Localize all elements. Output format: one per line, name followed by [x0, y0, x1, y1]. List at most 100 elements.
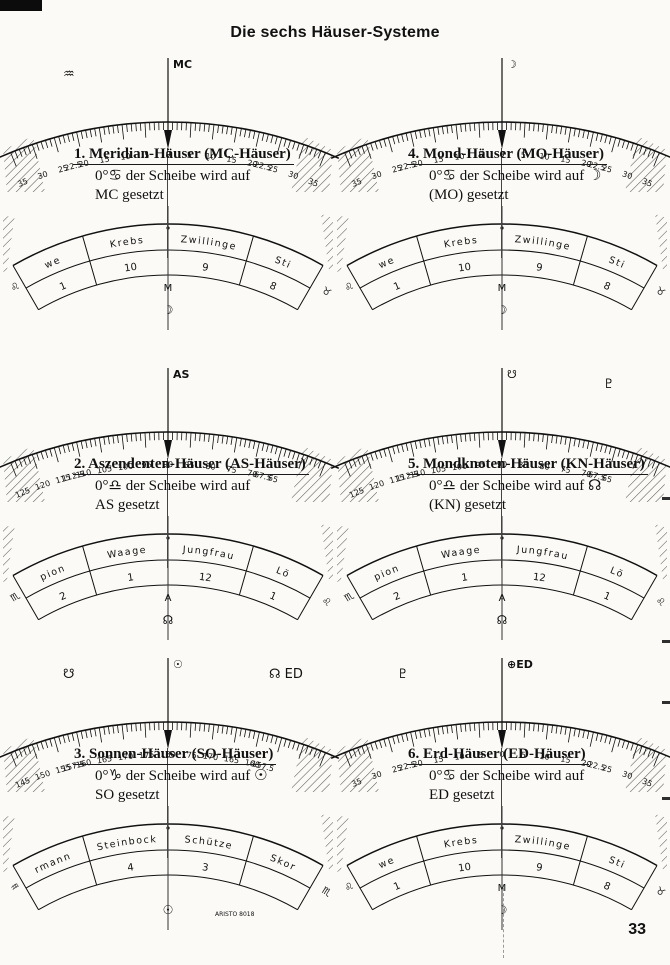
band-edge-glyph-right: ♉	[319, 285, 332, 299]
scale-number: 85	[518, 460, 529, 470]
band-edge-glyph-right: ♏	[319, 885, 332, 899]
scale-number: 5	[478, 750, 484, 759]
plumb-line	[501, 458, 502, 568]
house-number: 10	[124, 262, 138, 275]
band-edge-glyph-left: ♌	[343, 880, 356, 894]
scale-number: 25	[391, 763, 403, 774]
band-edge-glyph-left: ♒	[9, 880, 22, 894]
plumb-line	[167, 748, 168, 858]
zodiac-sign-label: Lö	[608, 565, 625, 581]
below-symbol: ☽	[163, 303, 174, 317]
hatch-left	[3, 813, 15, 872]
dial-title: 6. Erd-Häuser (ED-Häuser)	[407, 746, 667, 766]
scale-number: 25	[57, 163, 69, 174]
hatch-right	[321, 213, 333, 272]
scale-number: 180	[160, 750, 175, 759]
house-number: 12	[198, 572, 212, 585]
scale-number: 22.5	[587, 160, 607, 173]
pointer-label: AS	[173, 368, 190, 381]
scale-number: 95	[141, 460, 152, 470]
zodiac-sign-label: Jungfrau	[515, 544, 569, 562]
zodiac-sign-label: Schütze	[184, 834, 234, 852]
scale-number: 175	[181, 750, 197, 760]
plumb-line	[167, 458, 168, 568]
house-number: 8	[602, 880, 612, 893]
hatch-right	[321, 813, 333, 872]
zodiac-sign-label: Waage	[106, 544, 147, 560]
scale-number: 110	[409, 468, 426, 480]
page-title: Die sechs Häuser-Systeme	[230, 24, 440, 41]
scale-number: 22.5	[397, 760, 417, 773]
house-number: 3	[201, 862, 209, 874]
zodiac-sign-label: Krebs	[443, 235, 479, 251]
scale-number: 115	[54, 473, 71, 486]
brand-text: ARISTO 8018	[215, 911, 255, 918]
dial-title: 2. Aszendenten-Häuser (AS-Häuser)	[73, 456, 333, 476]
pointer-arrow	[164, 730, 172, 749]
hatch-left	[3, 213, 15, 272]
below-symbol: ☊	[497, 613, 508, 627]
pointer-arrow	[164, 440, 172, 459]
band-edge-glyph-right: ♉	[653, 285, 666, 299]
pointer-arrow	[498, 130, 506, 149]
tick-marks	[344, 432, 660, 477]
zodiac-sign-label: Waage	[440, 544, 481, 560]
scale-number: 5	[520, 750, 526, 759]
scale-number: 65	[267, 473, 279, 484]
tick-marks	[10, 122, 326, 167]
scale-number: 105	[430, 464, 447, 475]
scale-number: 10	[120, 152, 131, 162]
center-letter: M	[498, 883, 507, 894]
scale-number: 67.5	[253, 470, 273, 483]
scale-number: 5	[186, 150, 192, 159]
hatch-left	[3, 523, 15, 582]
corner-symbol-left: ♒	[63, 67, 75, 82]
scale-number: 22.5	[397, 160, 417, 173]
scale-number: 80	[205, 462, 216, 472]
zodiac-sign-label: Sti	[607, 854, 627, 871]
house-number: 1	[602, 590, 612, 603]
scale-number: 15	[560, 754, 572, 765]
scale-number: 160	[75, 758, 92, 770]
scale-number: 5	[144, 150, 150, 159]
scale-number: 15	[433, 154, 445, 165]
center-letter: A	[499, 593, 506, 604]
plumb-line	[501, 148, 502, 258]
hatch-right	[321, 523, 333, 582]
scale-number: 110	[75, 468, 92, 480]
house-number: 1	[461, 572, 469, 584]
zodiac-sign-label: Sti	[273, 254, 293, 271]
dial-title-text: 6. Erd-Häuser (ED-Häuser)	[407, 746, 589, 766]
house-number: 9	[535, 862, 543, 874]
pointer-label: ☉	[173, 658, 183, 671]
scale-number: 5	[520, 150, 526, 159]
corner-symbol-right: ♇	[603, 377, 615, 392]
pointer-label: ☽	[507, 58, 517, 71]
scale-number: 35	[641, 777, 654, 789]
scale-number: 10	[205, 152, 216, 162]
scale-number: 25	[601, 163, 613, 174]
pointer-label: ☋	[507, 368, 517, 381]
dial-subtitle-line2: AS gesetzt	[95, 496, 160, 513]
scale-number: 15	[560, 154, 572, 165]
dial-subtitle-line1: 0°♎ der Scheibe wird auf	[95, 478, 251, 495]
zodiac-sign-label: Jungfrau	[181, 544, 235, 562]
house-number: 1	[392, 280, 402, 293]
